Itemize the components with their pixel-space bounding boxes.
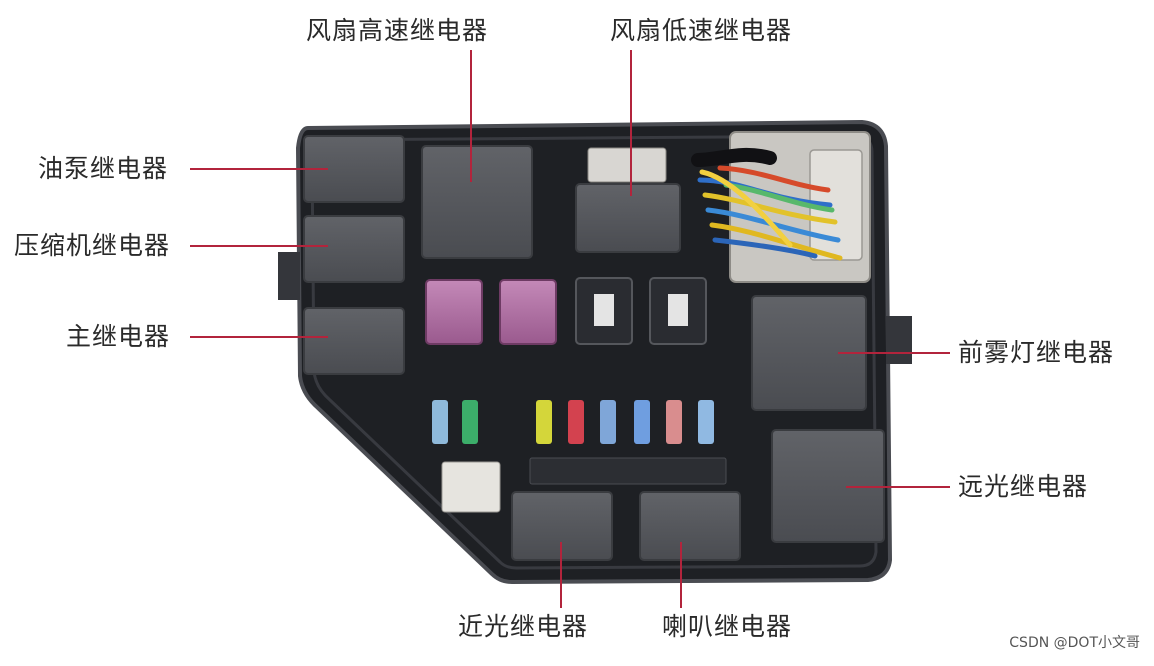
mini-fuse (432, 400, 448, 444)
fuse-row-slots (529, 457, 727, 485)
spare-fuse-block (441, 461, 501, 513)
label-main-relay: 主继电器 (66, 322, 171, 351)
wire-bundle (691, 147, 843, 261)
fan-low-relay (575, 183, 681, 253)
relay-socket (587, 147, 667, 183)
fan-high-relay (421, 145, 533, 259)
maxi-fuse (425, 279, 483, 345)
label-fan-low-relay: 风扇低速继电器 (610, 16, 793, 45)
left-mount-tab (278, 252, 300, 300)
right-mount-tab (886, 316, 912, 364)
label-compressor-relay: 压缩机继电器 (14, 231, 171, 260)
label-horn-relay: 喇叭继电器 (662, 612, 793, 641)
mini-fuse (698, 400, 714, 444)
main-relay (303, 307, 405, 375)
mini-fuse (634, 400, 650, 444)
mini-fuse (536, 400, 552, 444)
label-low-beam-relay: 近光继电器 (458, 612, 589, 641)
label-high-beam-relay: 远光继电器 (958, 472, 1089, 501)
compressor-relay (303, 215, 405, 283)
label-fan-high-relay: 风扇高速继电器 (306, 16, 489, 45)
mini-fuse (666, 400, 682, 444)
maxi-fuse (499, 279, 557, 345)
leader-lines (190, 50, 950, 608)
mini-fuse (600, 400, 616, 444)
fuse-slot-clip (668, 294, 688, 326)
mini-fuse (568, 400, 584, 444)
label-front-fog-relay: 前雾灯继电器 (958, 338, 1115, 367)
watermark: CSDN @DOT小文哥 (1009, 635, 1140, 651)
mini-fuse (462, 400, 478, 444)
horn-relay (639, 491, 741, 561)
label-fuel-pump-relay: 油泵继电器 (38, 154, 169, 183)
mini-fuse-row (432, 400, 714, 444)
fuse-slot-clip (594, 294, 614, 326)
